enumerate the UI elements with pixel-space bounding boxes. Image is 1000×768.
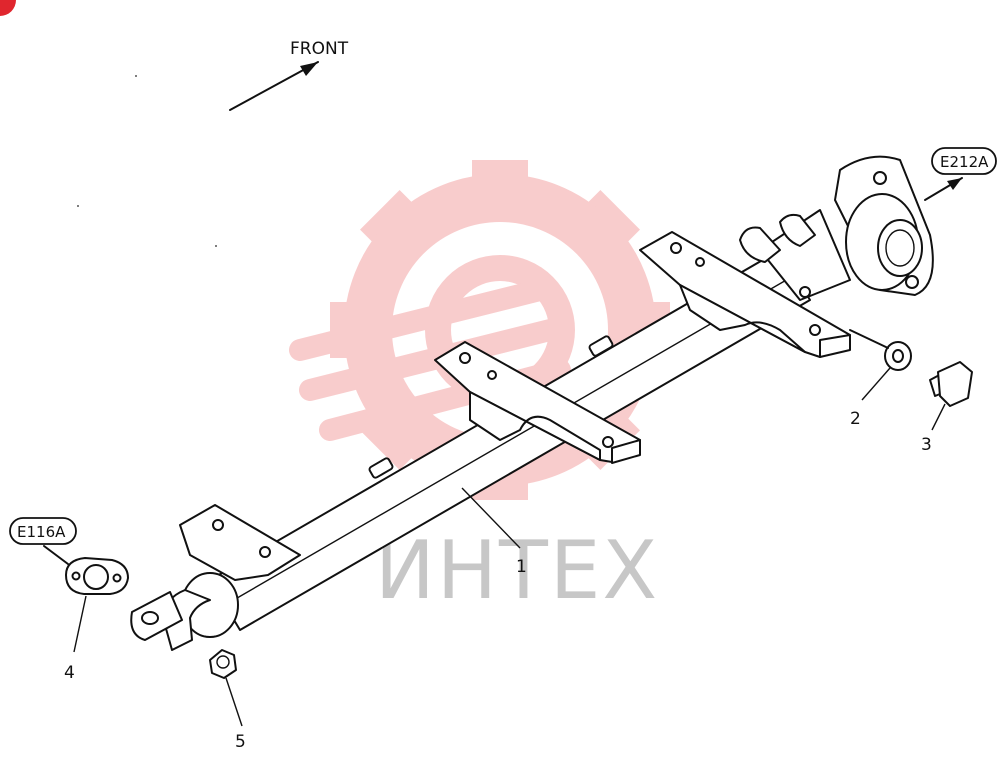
part-3-plug: 3	[921, 361, 973, 455]
part-5-nut: 5	[209, 649, 246, 752]
front-arrowhead	[300, 62, 318, 76]
callout-1: 1	[516, 557, 527, 577]
ref-e116a-label: E116A	[17, 523, 66, 541]
callout-5: 5	[235, 732, 246, 752]
callout-1-leader	[461, 487, 521, 549]
right-flange-housing	[739, 155, 934, 301]
part-2-washer: 2	[849, 329, 912, 429]
ref-e212a: E212A	[924, 147, 997, 201]
callout-3: 3	[921, 435, 932, 455]
corner-badge	[0, 0, 16, 16]
main-pipe-assembly	[130, 231, 851, 651]
watermark-text: ИНТЕХ	[375, 524, 659, 617]
ref-e116a: E116A	[9, 517, 77, 565]
ref-e212a-label: E212A	[940, 153, 989, 171]
front-label: FRONT	[290, 39, 349, 59]
callout-4: 4	[64, 663, 75, 683]
part-4-gasket: 4	[64, 557, 129, 683]
callout-2: 2	[850, 409, 861, 429]
